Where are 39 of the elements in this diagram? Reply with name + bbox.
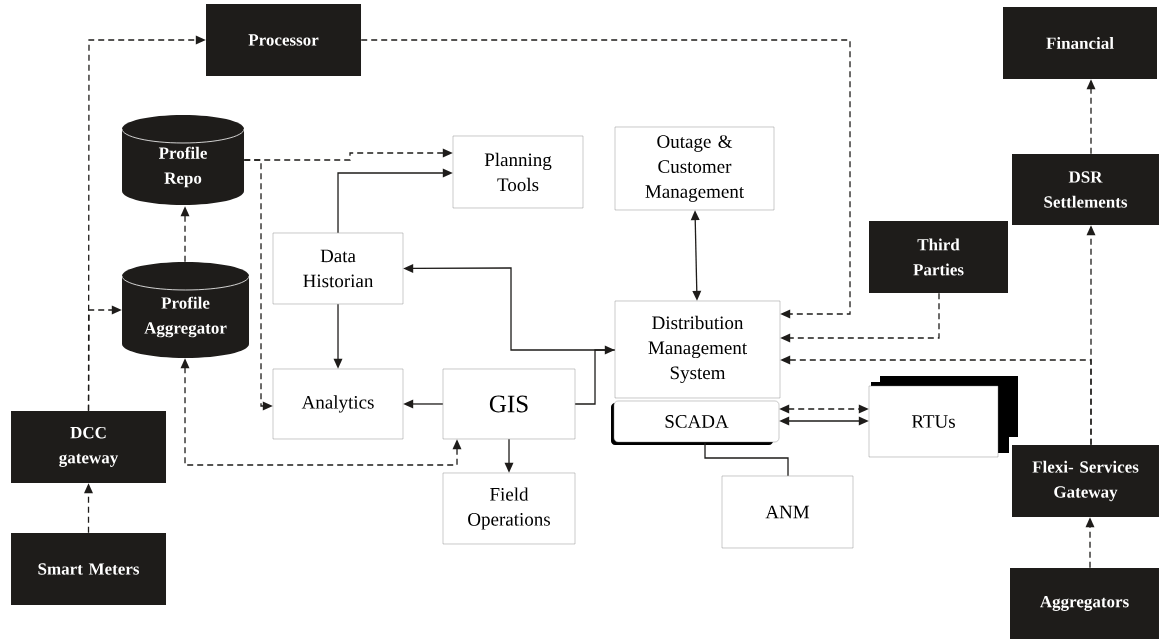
- arrow: [87, 305, 122, 412]
- system-box: Aggregators: [1010, 568, 1159, 639]
- arrow: [337, 168, 453, 234]
- process-box: Field Operations: [442, 472, 576, 545]
- arrow: [360, 39, 851, 319]
- arrow: [779, 416, 869, 426]
- arrow: [403, 399, 444, 409]
- arrow: [779, 404, 869, 414]
- database-cylinder: Profile Repo: [121, 115, 245, 205]
- arrow: [780, 292, 940, 343]
- arrow: [243, 159, 273, 411]
- arrow: [574, 345, 615, 405]
- system-box: Flexi- Services Gateway: [1012, 445, 1159, 517]
- process-box: ANM: [721, 475, 854, 549]
- arrow: [1086, 225, 1096, 446]
- process-box: Data Historian: [272, 232, 404, 305]
- arrow: [1085, 517, 1095, 569]
- arrow: [690, 210, 702, 301]
- system-box: DCC gateway: [11, 411, 166, 483]
- system-box: DSR Settlements: [1012, 154, 1159, 225]
- process-box: Distribution Management System: [614, 300, 781, 399]
- arrow: [180, 358, 462, 466]
- system-box: Processor: [206, 4, 361, 76]
- database-cylinder: Profile Aggregator: [121, 262, 250, 358]
- arrow: [403, 264, 616, 351]
- process-box: GIS: [442, 368, 576, 440]
- system-box: Financial: [1003, 7, 1157, 79]
- process-box: Analytics: [272, 368, 404, 440]
- arrow: [333, 303, 343, 369]
- arrow: [1086, 79, 1096, 155]
- process-box: SCADA: [611, 400, 780, 445]
- arrow: [84, 483, 93, 534]
- system-box: Third Parties: [869, 221, 1008, 293]
- system-box: Smart Meters: [11, 533, 166, 605]
- process-box: Planning Tools: [452, 135, 584, 209]
- arrow: [180, 206, 190, 263]
- arrow: [504, 438, 514, 473]
- process-box: Outage & Customer Management: [614, 126, 775, 211]
- stacked-box: RTUs: [868, 376, 1018, 458]
